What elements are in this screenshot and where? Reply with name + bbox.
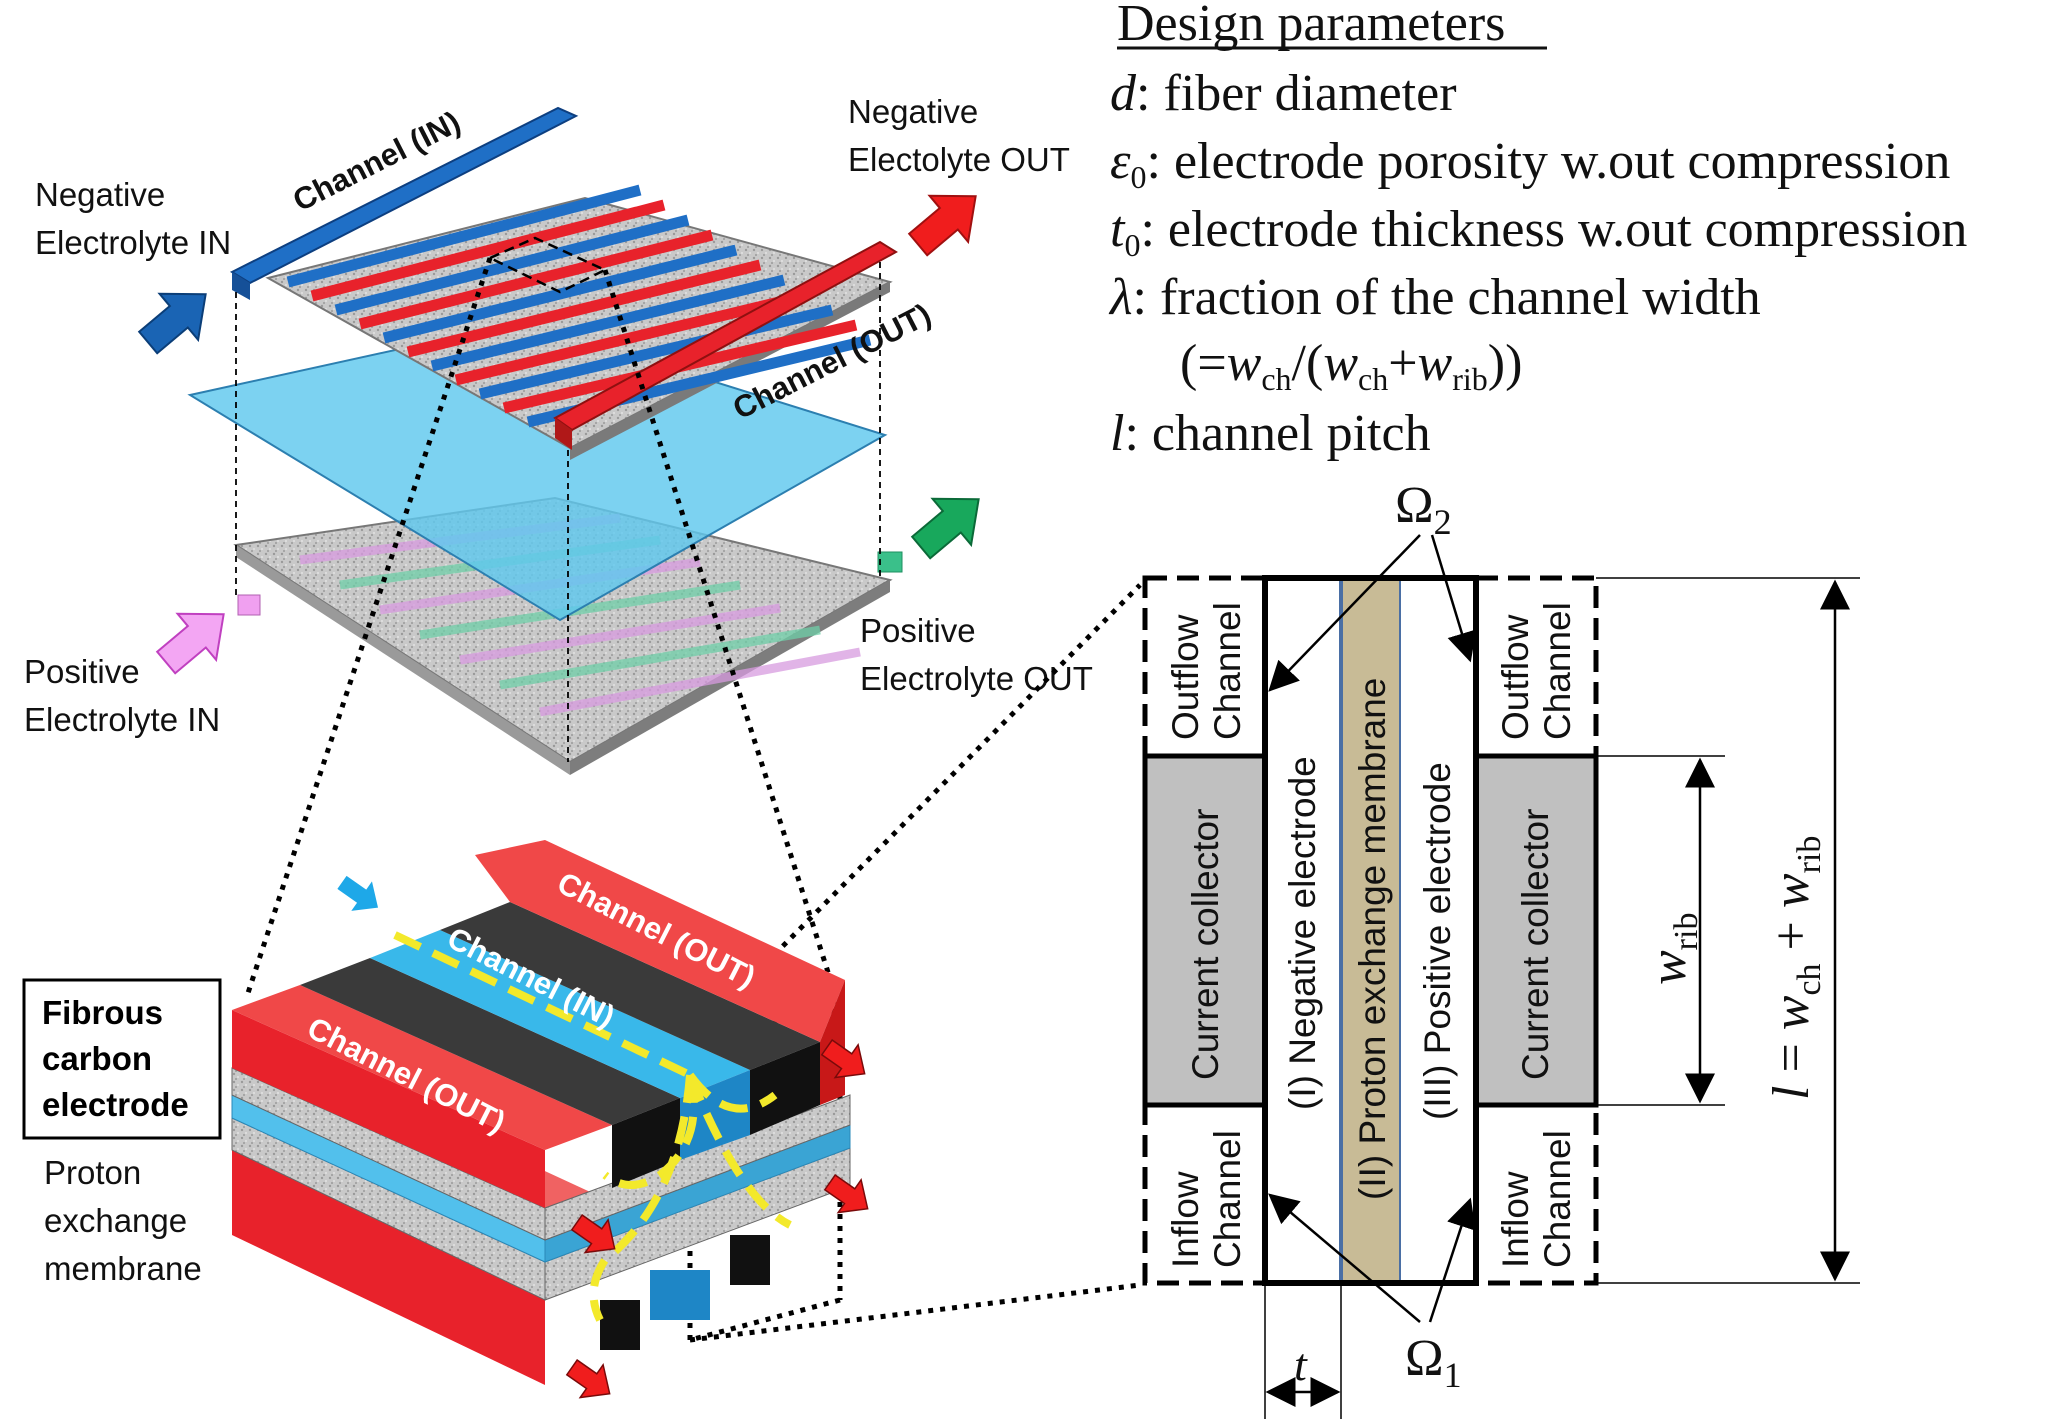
zoomed-block: Channel (OUT) Channel (IN) Channel (OUT)… [22,840,869,1399]
exploded-cell-view: Channel (IN) Channel (OUT) Negative Elec… [24,93,1093,775]
current-collector-right-label: Current collector [1515,809,1556,1080]
alignment-guides [235,262,881,762]
fibrous-line3: electrode [42,1086,189,1123]
front-out-channel-front [232,1010,545,1208]
fibrous-line1: Fibrous [42,994,163,1031]
omega2-label: Ω2 [1395,477,1452,542]
fibrous-line2: carbon [42,1040,152,1077]
outflow-left-2: Channel [1207,602,1248,740]
design-parameters: Design parameters d: fiber diameter ε0: … [1108,0,1967,462]
omega2-pointer-right [1430,534,1477,663]
pos-in-label-line1: Positive [24,653,140,690]
positive-electrode-region [1401,578,1476,1283]
omega2-pointer-left [1268,534,1421,692]
lower-red-front [232,1150,545,1385]
neg-in-label-line2: Electrolyte IN [35,224,231,261]
param-lambda-formula: (=wch/(wch+wrib)) [1180,335,1522,397]
lower-rib-opening-1 [600,1300,640,1350]
design-heading: Design parameters [1117,0,1505,52]
front-out-channel-top [232,985,612,1150]
neg-in-arrow [137,292,207,355]
param-t0: t0: electrode thickness w.out compressio… [1110,201,1967,263]
rib-1-top [300,958,680,1125]
negative-electrode-label: (I) Negative electrode [1282,756,1323,1110]
neg-out-label-line2: Electolyte OUT [848,141,1070,178]
neg-in-label-line1: Negative [35,176,165,213]
param-d: d: fiber diameter [1110,65,1457,122]
pos-out-arrow [910,497,980,560]
outflow-left-1: Outflow [1165,614,1206,740]
current-collector-left [1142,753,1268,1108]
zoom-in-arrow [337,875,379,911]
param-eps0: ε0: electrode porosity w.out compression [1110,133,1950,195]
membrane-label-1: Proton [44,1154,141,1191]
pos-in-arrow [155,612,225,675]
membrane-label: (II) Proton exchange membrane [1352,678,1393,1200]
param-l: l: channel pitch [1110,405,1431,462]
pos-in-label-line2: Electrolyte IN [24,701,220,738]
rib-1-front [612,1098,680,1188]
zoom-region-marker [487,236,608,294]
wrib-label: wrib [1640,913,1705,985]
lower-rib-opening-2 [730,1235,770,1285]
omega1-label: Ω1 [1405,1330,1462,1395]
inflow-left-2: Channel [1207,1130,1248,1268]
current-collector-left-label: Current collector [1185,809,1226,1080]
current-collector-right [1473,753,1599,1108]
outflow-right-1: Outflow [1495,614,1536,740]
inflow-channel-right [1473,1102,1599,1286]
positive-electrode-plate-side [236,545,570,775]
positive-outlet-port [877,551,903,573]
inlet-manifold-end [232,272,250,300]
flow-path [393,931,792,1322]
omega1-pointer-right [1428,1197,1476,1323]
inflow-right-2: Channel [1537,1130,1578,1268]
fibrous-carbon-box [22,978,222,1140]
membrane-label-2: exchange [44,1202,187,1239]
back-out-channel-top [475,840,845,1042]
inflow-left-1: Inflow [1165,1171,1206,1268]
central-domain-outline [1262,575,1479,1286]
lower-in-opening [650,1270,710,1320]
membrane-label-3: membrane [44,1250,202,1287]
neg-out-label-line1: Negative [848,93,978,130]
outflow-channel-right [1473,575,1599,759]
rib-2-top [440,902,820,1070]
pitch-label: l = wch + wrib [1763,836,1828,1100]
pos-out-label-line2: Electrolyte OUT [860,660,1093,697]
positive-electrode-label: (III) Positive electrode [1417,762,1458,1120]
param-lambda: λ: fraction of the channel width [1108,269,1761,326]
omega1-pointer-left [1268,1193,1421,1323]
positive-inlet-port [237,594,261,616]
negative-electrode-region [1265,578,1341,1283]
rib-2-front [750,1042,820,1135]
pos-out-label-line1: Positive [860,612,976,649]
outflow-right-2: Channel [1537,602,1578,740]
cross-section: Outflow Channel Outflow Channel Inflow C… [1142,477,1860,1419]
inflow-right-1: Inflow [1495,1171,1536,1268]
zoom-out-arrows [565,1038,869,1399]
outlet-manifold-end [555,418,572,450]
t-label: t [1294,1339,1308,1390]
neg-out-arrow [907,194,977,257]
